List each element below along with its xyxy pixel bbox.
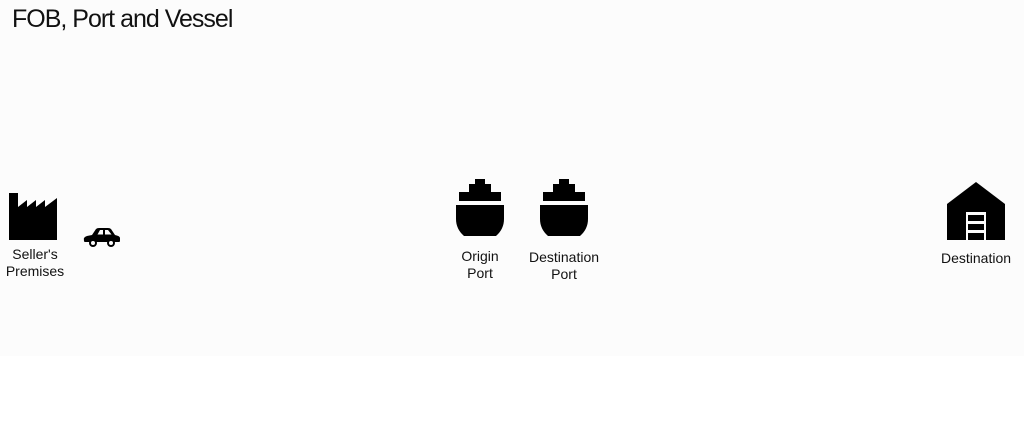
diagram-canvas: FOB, Port and Vessel Seller's Premises O… [5, 5, 1012, 282]
destination-label: Destination [940, 250, 1012, 266]
car-icon [83, 228, 120, 247]
sellers-premises-label: Seller's Premises [5, 246, 65, 279]
destination-port-label: Destination Port [528, 249, 600, 282]
origin-port-label: Origin Port [461, 248, 499, 281]
warehouse-icon [947, 182, 1005, 240]
destination-port-ship-icon [540, 179, 588, 236]
origin-port-ship-icon [456, 179, 504, 236]
diagram-title: FOB, Port and Vessel [12, 5, 233, 33]
factory-icon [9, 193, 57, 240]
